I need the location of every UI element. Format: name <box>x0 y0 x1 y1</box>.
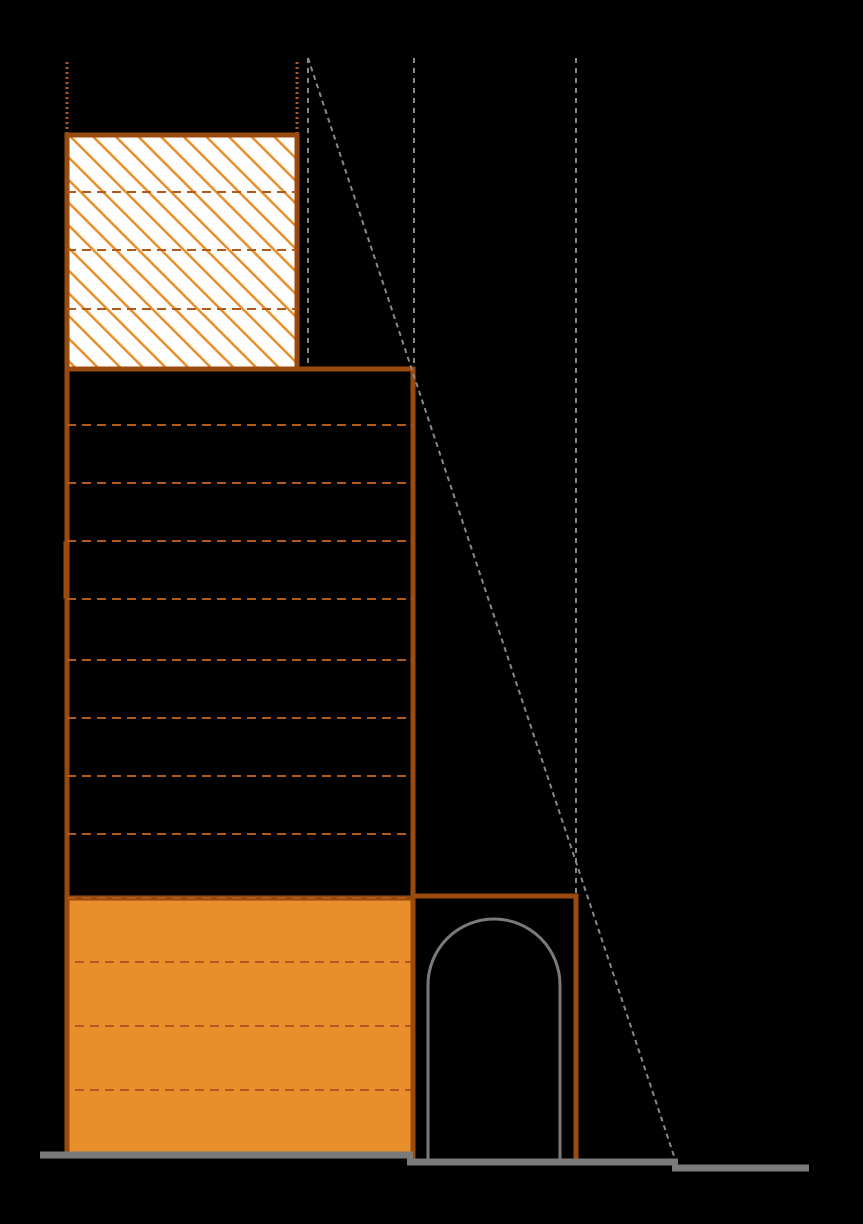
sight-line <box>307 57 677 1163</box>
middle-dark-block <box>64 366 416 901</box>
annex-outline <box>410 893 579 1160</box>
upper-hatched-block <box>64 132 300 372</box>
arch <box>426 917 562 1160</box>
